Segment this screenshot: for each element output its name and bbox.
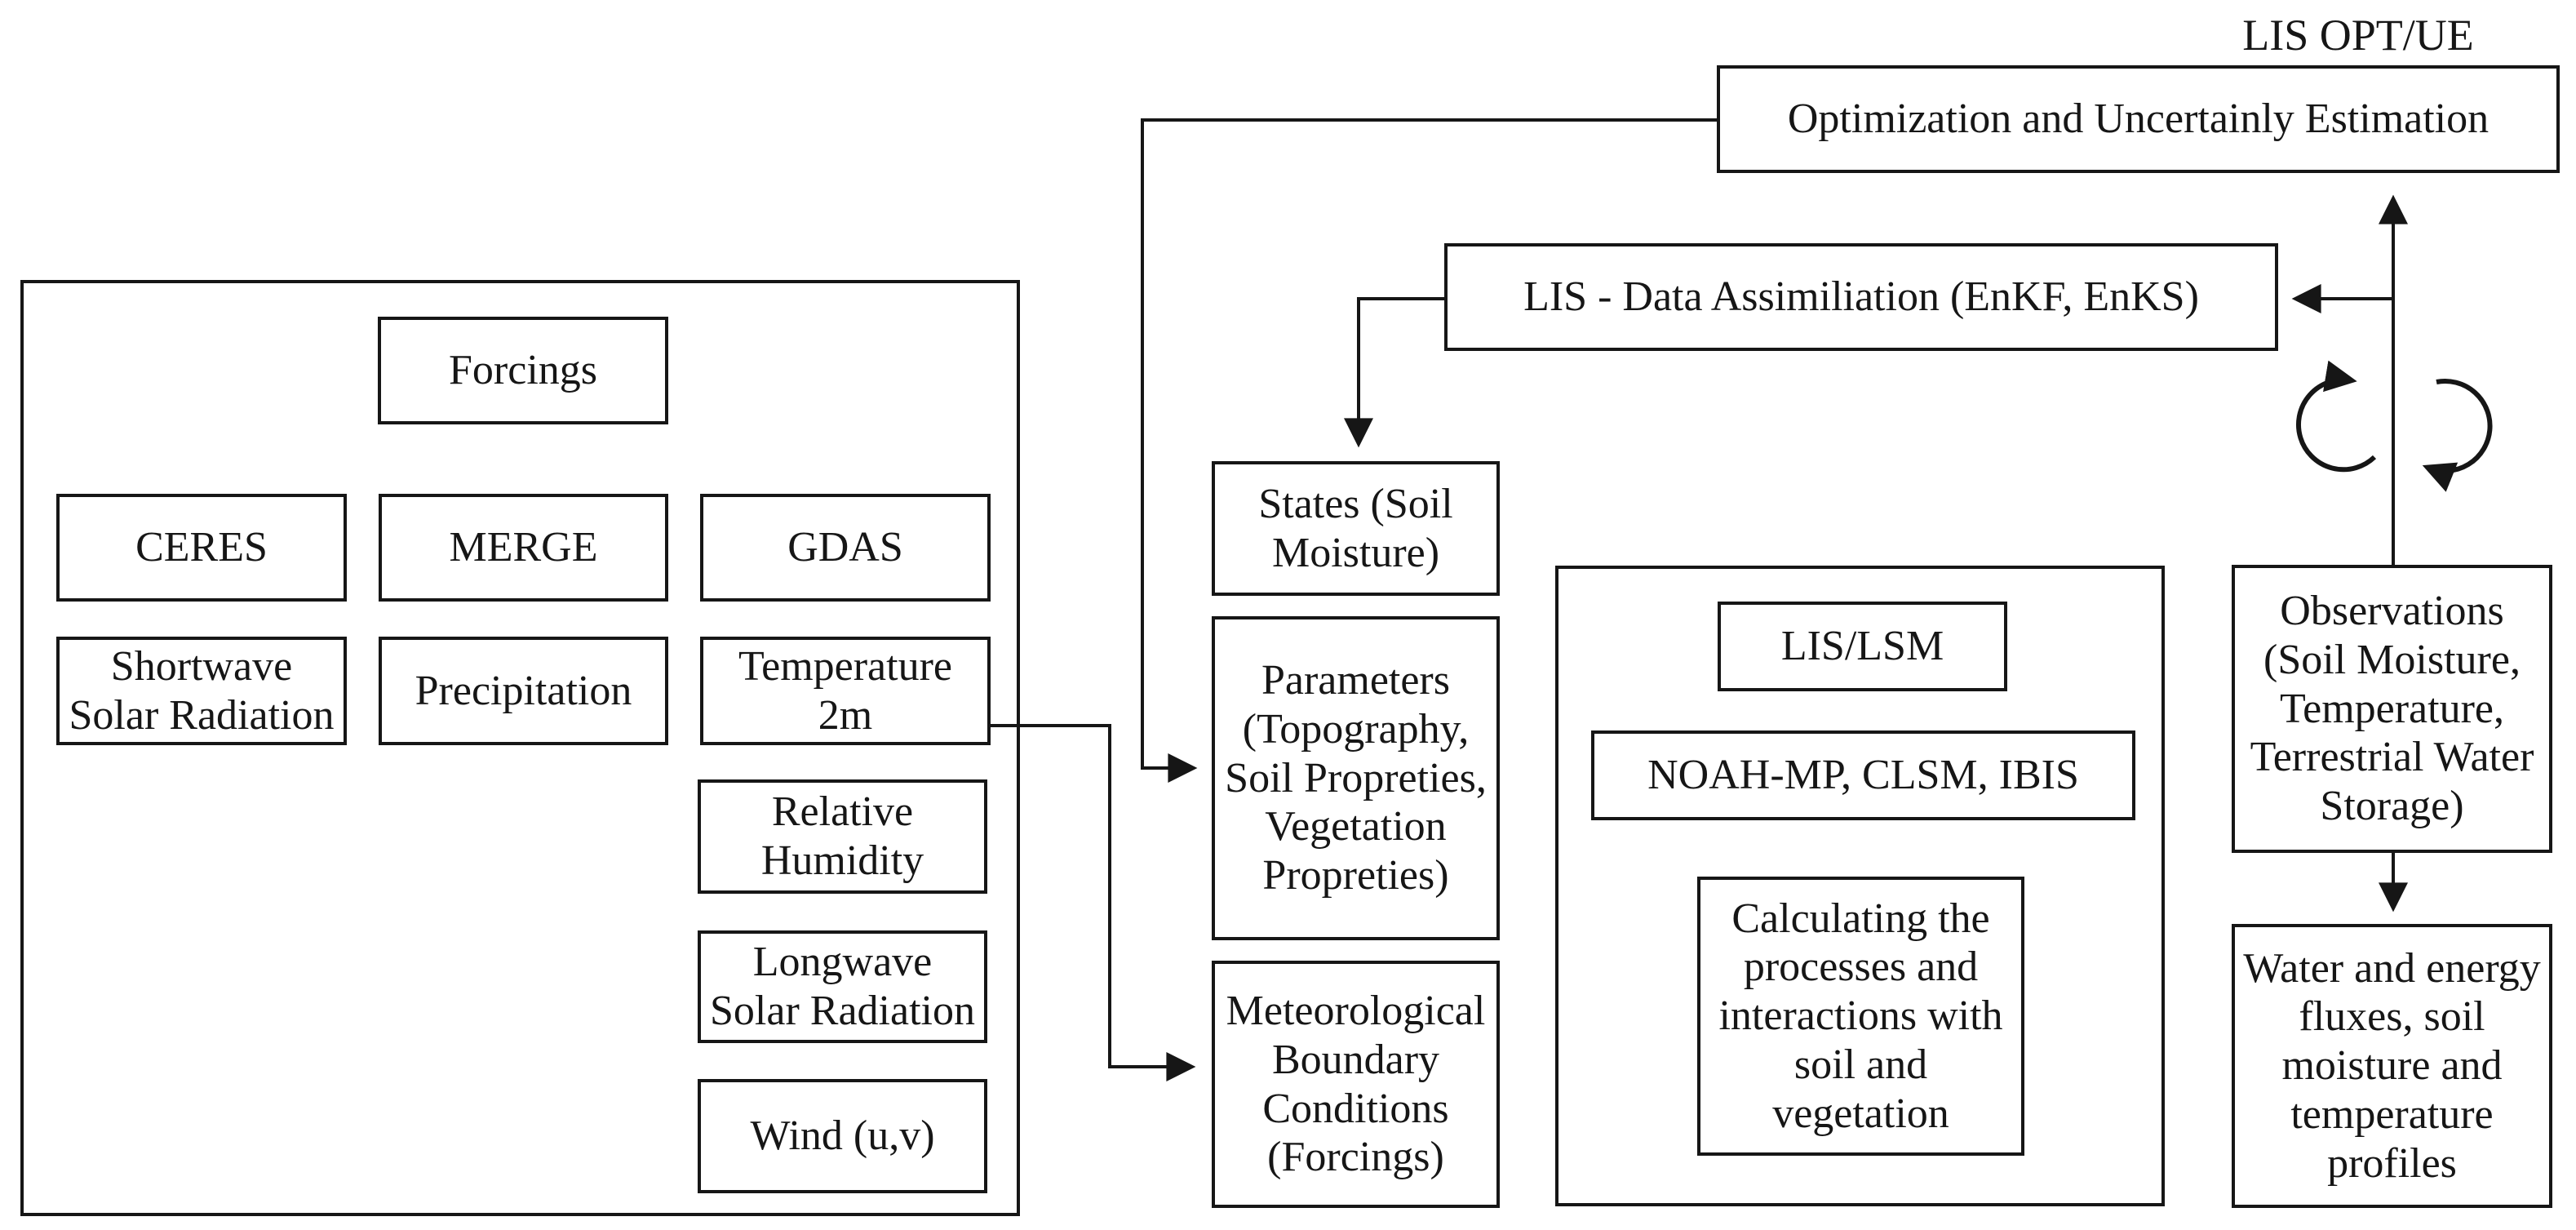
wire-assimilation-to-states (1344, 297, 1444, 448)
states-box: States (Soil Moisture) (1212, 461, 1500, 596)
wire-forcings-to-meteorological (991, 724, 1196, 1081)
lsm-models-box: NOAH-MP, CLSM, IBIS (1591, 730, 2135, 820)
observations-box: Observations (Soil Moisture, Temperature… (2232, 565, 2552, 853)
cycle-arrows-icon (2295, 360, 2493, 492)
parameters-box: Parameters (Topography, Soil Propreties,… (1212, 616, 1500, 940)
precipitation-box: Precipitation (379, 637, 668, 745)
output-fluxes-box: Water and energy fluxes, soil moisture a… (2232, 924, 2552, 1208)
merge-box: MERGE (379, 494, 668, 602)
data-assimilation-box: LIS - Data Assimiliation (EnKF, EnKS) (1444, 243, 2278, 351)
lsm-description-box: Calculating the processes and interactio… (1697, 877, 2024, 1156)
forcings-group-container (20, 280, 1020, 1216)
relative-humidity-box: Relative Humidity (698, 779, 987, 894)
ceres-box: CERES (56, 494, 347, 602)
shortwave-radiation-box: Shortwave Solar Radiation (56, 637, 347, 745)
cycle-arrow-left (2295, 360, 2377, 473)
lis-lsm-box: LIS/LSM (1718, 602, 2007, 691)
optimization-box: Optimization and Uncertainly Estimation (1717, 65, 2560, 173)
cycle-arrow-right (2422, 378, 2493, 492)
gdas-box: GDAS (700, 494, 991, 602)
temperature-2m-box: Temperature 2m (700, 637, 991, 745)
forcings-box: Forcings (378, 317, 668, 424)
meteorological-conditions-box: Meteorological Boundary Conditions (Forc… (1212, 961, 1500, 1208)
lis-optue-label: LIS OPT/UE (2242, 11, 2474, 60)
longwave-radiation-box: Longwave Solar Radiation (698, 930, 987, 1043)
wind-box: Wind (u,v) (698, 1079, 987, 1193)
